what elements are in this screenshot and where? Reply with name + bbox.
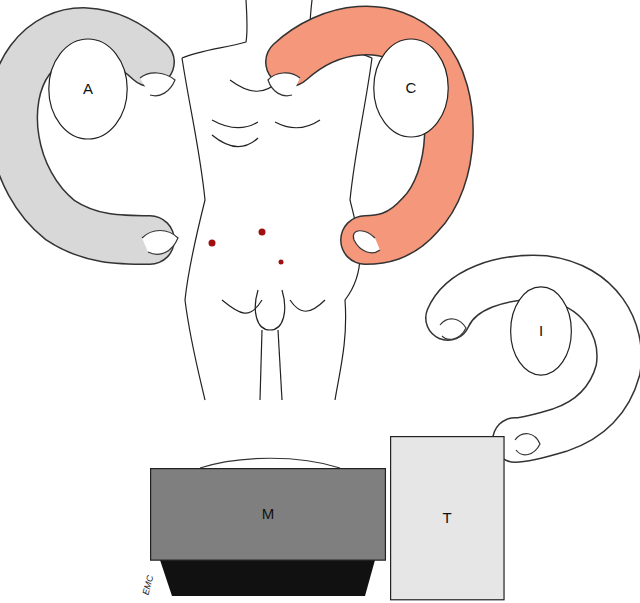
assistant-i-figure (440, 278, 619, 455)
console-base (160, 560, 375, 596)
head-oval: C (373, 38, 449, 138)
operator-c-figure (268, 31, 449, 253)
position-letter: T (442, 510, 451, 527)
position-letter: I (539, 323, 543, 340)
position-letter: M (262, 506, 275, 523)
operator-a-figure (13, 32, 178, 254)
table-box: T (390, 436, 504, 600)
console-box: M (150, 468, 386, 560)
head-oval: A (48, 38, 128, 140)
trocar-ports (209, 229, 284, 265)
console-arc (200, 458, 340, 468)
watermark: EMC (141, 574, 156, 596)
head-oval: I (510, 286, 572, 376)
position-letter: A (83, 81, 93, 98)
position-letter: C (406, 80, 417, 97)
